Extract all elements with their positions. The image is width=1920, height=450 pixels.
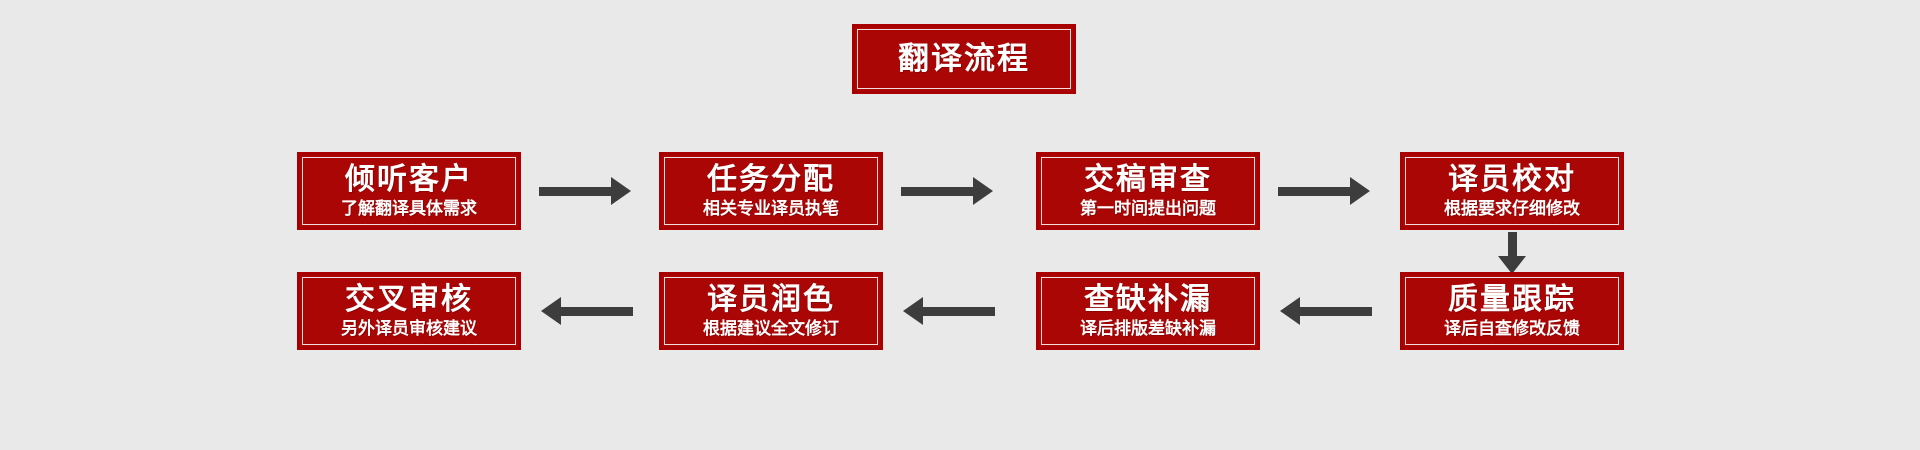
arrow-shaft xyxy=(561,306,633,316)
arrow-shaft xyxy=(901,186,973,196)
flow-node-draft-review[interactable]: 交稿审查 第一时间提出问题 xyxy=(1036,152,1260,230)
flow-node-quality-tracking[interactable]: 质量跟踪 译后自查修改反馈 xyxy=(1400,272,1624,350)
node-subtitle: 相关专业译员执笔 xyxy=(703,199,839,219)
title-box-inner: 翻译流程 xyxy=(857,29,1071,89)
node-inner: 交稿审查 第一时间提出问题 xyxy=(1041,157,1255,225)
flow-node-cross-review[interactable]: 交叉审核 另外译员审核建议 xyxy=(297,272,521,350)
arrow-right-icon-listen-to-task xyxy=(539,176,631,206)
node-title: 质量跟踪 xyxy=(1448,283,1576,317)
node-title: 倾听客户 xyxy=(345,163,473,197)
flow-node-translator-proofread[interactable]: 译员校对 根据要求仔细修改 xyxy=(1400,152,1624,230)
node-inner: 质量跟踪 译后自查修改反馈 xyxy=(1405,277,1619,345)
node-inner: 查缺补漏 译后排版差缺补漏 xyxy=(1041,277,1255,345)
node-subtitle: 另外译员审核建议 xyxy=(341,319,477,339)
node-subtitle: 根据要求仔细修改 xyxy=(1444,199,1580,219)
arrow-left-icon-gapcheck-to-polish xyxy=(903,296,995,326)
arrow-shaft xyxy=(1278,186,1350,196)
node-inner: 任务分配 相关专业译员执笔 xyxy=(664,157,878,225)
flow-node-listen-client[interactable]: 倾听客户 了解翻译具体需求 xyxy=(297,152,521,230)
flow-node-translator-polish[interactable]: 译员润色 根据建议全文修订 xyxy=(659,272,883,350)
node-inner: 译员润色 根据建议全文修订 xyxy=(664,277,878,345)
flowchart-title: 翻译流程 xyxy=(898,40,1030,76)
node-title: 交叉审核 xyxy=(345,283,473,317)
arrow-head xyxy=(903,297,923,325)
node-title: 查缺补漏 xyxy=(1084,283,1212,317)
node-inner: 倾听客户 了解翻译具体需求 xyxy=(302,157,516,225)
node-subtitle: 译后自查修改反馈 xyxy=(1444,319,1580,339)
arrow-left-icon-polish-to-crossreview xyxy=(541,296,633,326)
arrow-shaft xyxy=(1507,232,1517,256)
node-subtitle: 第一时间提出问题 xyxy=(1080,199,1216,219)
arrow-head xyxy=(1280,297,1300,325)
arrow-head xyxy=(541,297,561,325)
arrow-head xyxy=(973,177,993,205)
arrow-head xyxy=(1498,256,1526,274)
node-title: 任务分配 xyxy=(707,163,835,197)
arrow-head xyxy=(1350,177,1370,205)
arrow-right-icon-review-to-proofread xyxy=(1278,176,1370,206)
node-title: 译员校对 xyxy=(1448,163,1576,197)
flowchart-title-box: 翻译流程 xyxy=(852,24,1076,94)
arrow-right-icon-task-to-review xyxy=(901,176,993,206)
arrow-shaft xyxy=(539,186,611,196)
node-subtitle: 了解翻译具体需求 xyxy=(341,199,477,219)
arrow-down-icon-proofread-to-quality xyxy=(1497,232,1527,274)
arrow-head xyxy=(611,177,631,205)
node-inner: 交叉审核 另外译员审核建议 xyxy=(302,277,516,345)
arrow-left-icon-quality-to-gapcheck xyxy=(1280,296,1372,326)
node-title: 交稿审查 xyxy=(1084,163,1212,197)
node-inner: 译员校对 根据要求仔细修改 xyxy=(1405,157,1619,225)
flow-node-gap-check[interactable]: 查缺补漏 译后排版差缺补漏 xyxy=(1036,272,1260,350)
node-subtitle: 译后排版差缺补漏 xyxy=(1080,319,1216,339)
flow-node-task-assignment[interactable]: 任务分配 相关专业译员执笔 xyxy=(659,152,883,230)
node-subtitle: 根据建议全文修订 xyxy=(703,319,839,339)
arrow-shaft xyxy=(1300,306,1372,316)
arrow-shaft xyxy=(923,306,995,316)
node-title: 译员润色 xyxy=(707,283,835,317)
